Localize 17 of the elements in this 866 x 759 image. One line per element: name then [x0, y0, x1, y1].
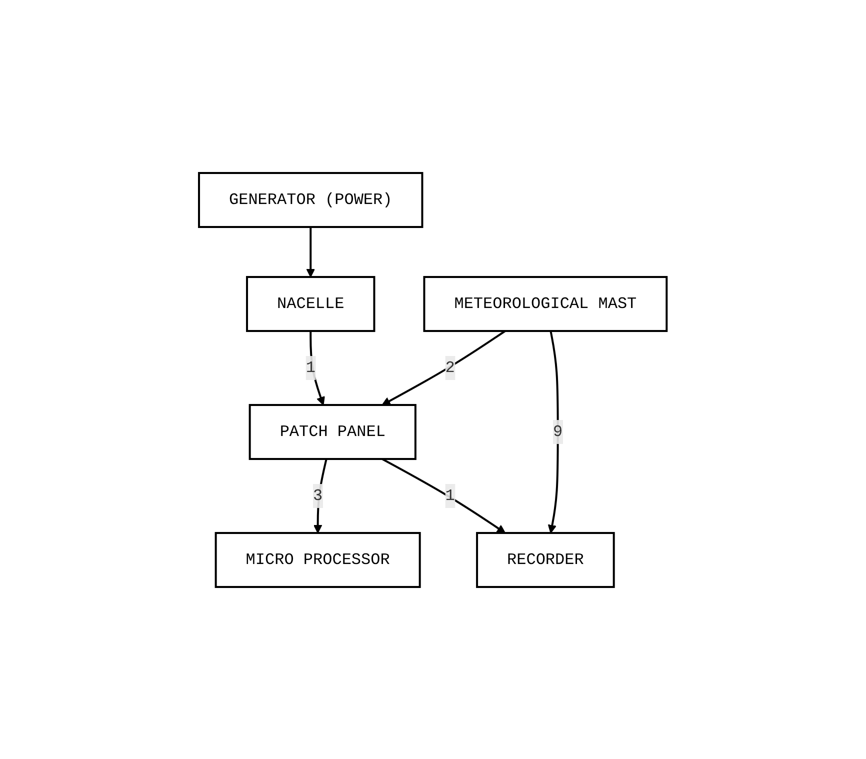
node-box: RECORDER	[476, 531, 616, 588]
edge-label: 2	[445, 358, 456, 376]
arrow	[314, 458, 328, 533]
node-box: NACELLE	[246, 276, 376, 332]
edge-label: 1	[445, 486, 456, 504]
arrow	[548, 330, 559, 533]
edge-label: 3	[313, 486, 323, 504]
arrow	[382, 330, 506, 405]
node-box: MICRO PROCESSOR	[214, 531, 421, 588]
arrow	[306, 226, 316, 277]
arrow	[382, 458, 506, 533]
edge-label: 9	[553, 422, 563, 440]
node-box: METEOROLOGICAL MAST	[423, 276, 668, 332]
edge-label: 1	[306, 358, 316, 376]
arrow	[310, 330, 326, 405]
node-box: PATCH PANEL	[248, 404, 417, 460]
node-box: GENERATOR (POWER)	[198, 172, 424, 228]
